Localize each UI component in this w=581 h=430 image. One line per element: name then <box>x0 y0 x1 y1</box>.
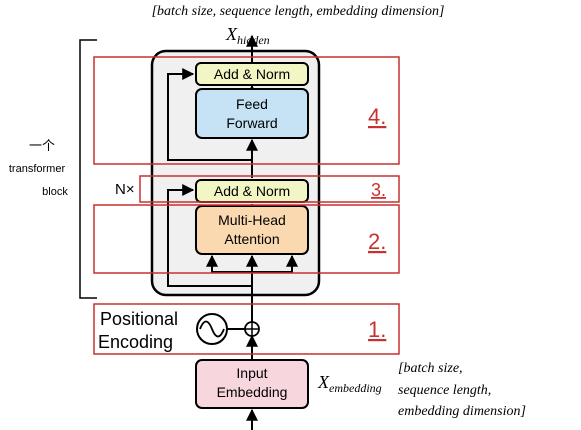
x-embedding-label: Xembedding <box>317 372 382 395</box>
mha-label-line1: Multi-Head <box>218 212 286 228</box>
block-label-line2: transformer <box>9 163 66 175</box>
region-3-number: 3. <box>371 180 386 200</box>
positional-line2: Encoding <box>98 332 173 352</box>
add-norm-top-label: Add & Norm <box>214 66 290 82</box>
x-hidden-label: Xhidden <box>225 24 270 47</box>
arrow-mha-left <box>206 254 252 273</box>
ffn-label-line1: Feed <box>236 96 268 112</box>
region-4-number: 4. <box>368 104 386 129</box>
encoder-block <box>150 49 321 297</box>
input-embedding-box <box>195 359 309 409</box>
block-bracket <box>79 39 97 299</box>
right-shape-line3: embedding dimension] <box>398 404 526 419</box>
top-shape-label: [batch size, sequence length, embedding … <box>152 4 445 19</box>
residual-ffn <box>167 68 252 161</box>
ffn-box <box>195 88 309 139</box>
arrow-mha-right <box>252 254 298 273</box>
ffn-label-line2: Forward <box>226 115 277 131</box>
input-label-line1: Input <box>236 365 267 381</box>
input-label-line2: Embedding <box>217 384 288 400</box>
mha-box <box>195 205 309 255</box>
right-shape-line1: [batch size, <box>398 361 463 376</box>
mha-label-line2: Attention <box>224 231 279 247</box>
add-norm-mid-label: Add & Norm <box>214 183 290 199</box>
block-label-line3: block <box>42 186 68 198</box>
sine-wave <box>199 320 225 338</box>
n-times-label: N× <box>115 181 135 198</box>
positional-line1: Positional <box>100 309 178 329</box>
region-1-number: 1. <box>368 317 386 342</box>
block-label-line1: 一个 <box>29 138 55 153</box>
right-shape-line2: sequence length, <box>398 383 491 398</box>
region-3 <box>139 175 400 203</box>
residual-attn <box>167 184 252 287</box>
region-2 <box>93 204 400 274</box>
region-1 <box>93 303 400 355</box>
region-4 <box>93 56 400 165</box>
region-2-number: 2. <box>368 229 386 254</box>
add-norm-top-box <box>195 62 309 86</box>
